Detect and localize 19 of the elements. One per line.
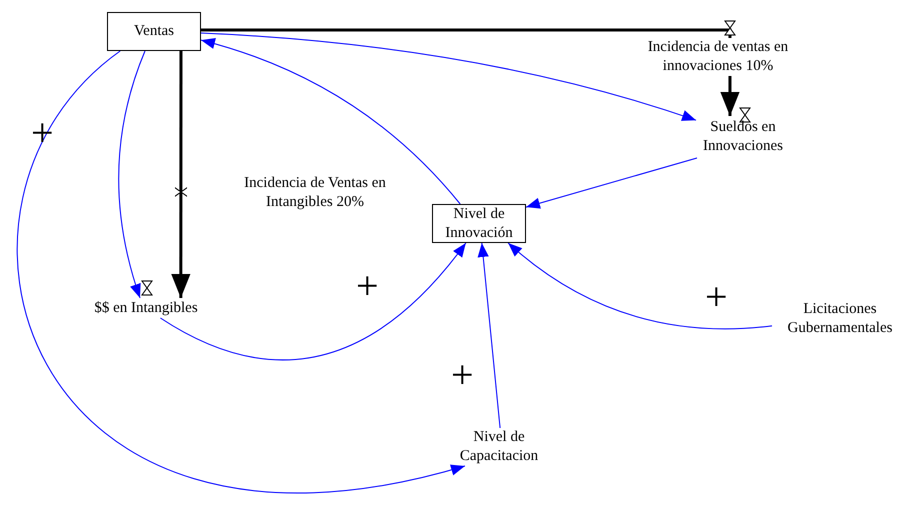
arrow	[16, 50, 466, 493]
variable-label: Sueldos en Innovaciones	[690, 116, 796, 158]
arrow	[200, 32, 697, 122]
arrow	[200, 38, 461, 204]
flow-pipe-arrow	[171, 51, 190, 298]
polarity-sign: +	[356, 266, 379, 306]
stock-box: Nivel de Innovación	[432, 204, 526, 243]
polarity-sign: +	[705, 277, 728, 317]
arrow	[526, 158, 698, 209]
arrow	[160, 242, 466, 360]
polarity-sign: +	[451, 355, 474, 395]
variable-label: $$ en Intangibles	[86, 298, 206, 318]
variable-label: Nivel de Capacitacion	[445, 428, 553, 466]
stock-box: Ventas	[107, 12, 201, 51]
arrow	[478, 242, 501, 428]
arrow	[118, 50, 146, 298]
arrow	[508, 242, 772, 330]
variable-label: Licitaciones Gubernamentales	[772, 300, 908, 338]
flow-pipe-arrow	[201, 28, 740, 116]
